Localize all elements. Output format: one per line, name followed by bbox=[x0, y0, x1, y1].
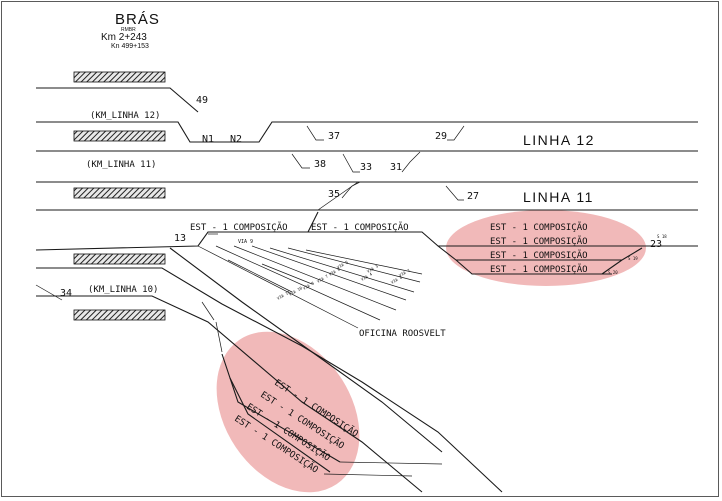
mark-via-6: VIA 6 bbox=[328, 266, 341, 277]
mark-via-2: VIA 2 bbox=[390, 274, 403, 285]
switch-49: 49 bbox=[196, 95, 208, 106]
label-est-upper-1: EST - 1 COMPOSIÇÃO bbox=[190, 222, 288, 233]
label-oficina: OFICINA ROOSVELT bbox=[359, 329, 446, 339]
switch-37: 37 bbox=[328, 131, 340, 142]
switch-n1: N1 bbox=[202, 134, 214, 145]
label-est-right-2: EST - 1 COMPOSIÇÃO bbox=[490, 236, 588, 247]
mark-via-5: VIA 5 bbox=[336, 259, 349, 270]
switch-38: 38 bbox=[314, 159, 326, 170]
mark-via-8: VIA 8 bbox=[302, 280, 315, 291]
platform-1 bbox=[73, 71, 166, 83]
label-linha-12: LINHA 12 bbox=[523, 132, 595, 148]
station-kn: Kn 499+153 bbox=[111, 43, 149, 50]
switch-13: 13 bbox=[174, 233, 186, 244]
station-km: Km 2+243 bbox=[101, 32, 147, 43]
label-linha-11: LINHA 11 bbox=[523, 189, 594, 205]
highlight-ellipse-right bbox=[446, 210, 646, 286]
switch-33: 33 bbox=[360, 162, 372, 173]
mark-via-11: VIA 11 bbox=[276, 289, 292, 301]
station-name: BRÁS bbox=[115, 11, 160, 28]
switch-34: 34 bbox=[60, 288, 72, 299]
label-est-right-4: EST - 1 COMPOSIÇÃO bbox=[490, 264, 588, 275]
label-est-right-1: EST - 1 COMPOSIÇÃO bbox=[490, 222, 588, 233]
platform-3 bbox=[73, 187, 166, 199]
label-km-linha-11: (KM_LINHA 11) bbox=[86, 160, 156, 170]
switch-27: 27 bbox=[467, 191, 479, 202]
platform-2 bbox=[73, 130, 166, 142]
platform-5 bbox=[73, 309, 166, 321]
switch-23: 23 bbox=[650, 239, 662, 250]
label-km-linha-12: (KM_LINHA 12) bbox=[90, 111, 160, 121]
track-diagram: BRÁS RMBR Km 2+243 Kn 499+153 bbox=[35, 11, 698, 493]
mark-s18: S 18 bbox=[657, 234, 667, 239]
mark-via-4: VIA 4 bbox=[360, 271, 373, 282]
switch-31: 31 bbox=[390, 162, 402, 173]
mark-via-7: VIA 7 bbox=[316, 273, 329, 284]
mark-s19: S 19 bbox=[628, 256, 638, 261]
mark-via-1: VIA 1 bbox=[398, 267, 411, 278]
label-via-9: VIA 9 bbox=[238, 239, 253, 245]
station-sub: RMBR bbox=[121, 27, 136, 33]
mark-via-10: VIA 10 bbox=[288, 285, 304, 297]
platform-4 bbox=[73, 253, 166, 265]
label-km-linha-10: (KM_LINHA 10) bbox=[88, 285, 158, 295]
label-est-right-3: EST - 1 COMPOSIÇÃO bbox=[490, 250, 588, 261]
switch-n2: N2 bbox=[230, 134, 242, 145]
track-lines bbox=[35, 87, 698, 493]
switch-35: 35 bbox=[328, 189, 340, 200]
label-est-upper-2: EST - 1 COMPOSIÇÃO bbox=[311, 222, 409, 233]
mark-via-3: VIA 3 bbox=[366, 263, 379, 274]
mark-s20: S 20 bbox=[608, 270, 618, 275]
switch-29: 29 bbox=[435, 131, 447, 142]
